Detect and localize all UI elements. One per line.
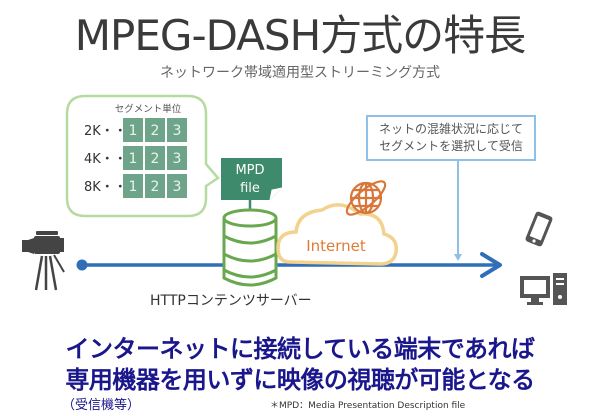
segment-cell — [167, 174, 187, 198]
mpd-label-line2: file — [240, 181, 260, 196]
mpd-footnote: ＊MPD：Media Presentation Description file — [270, 401, 466, 411]
server-label: HTTPコンテンツサーバー — [150, 293, 312, 309]
segment-cell — [123, 174, 143, 198]
segment-number: 1 — [129, 123, 138, 139]
database-server-icon — [222, 208, 278, 287]
segment-cell — [167, 118, 187, 142]
note-pointer — [454, 160, 462, 261]
desktop-pc-icon — [520, 273, 567, 305]
main-message-line2: 専用機器を用いずに映像の視聴が可能となる — [65, 366, 535, 394]
cloud-icon: Internet — [276, 203, 398, 266]
mpd-file-icon: MPD file — [221, 158, 283, 231]
segment-number: 3 — [173, 123, 182, 139]
video-camera-icon — [22, 231, 65, 291]
segment-number: 2 — [151, 123, 160, 139]
resolution-label: 4K・・ — [84, 152, 127, 167]
segment-cell — [145, 146, 165, 170]
note-line1: ネットの混雑状況に応じて — [378, 122, 523, 136]
segment-cell — [123, 146, 143, 170]
resolution-label: 2K・・ — [84, 124, 127, 139]
segment-cell — [167, 146, 187, 170]
smartphone-icon — [525, 211, 553, 247]
segment-number: 1 — [129, 151, 138, 167]
resolution-label: 8K・・ — [84, 180, 127, 195]
segment-number: 3 — [173, 151, 182, 167]
receiver-note: （受信機等） — [62, 398, 141, 413]
network-note-box: ネットの混雑状況に応じて セグメントを選択して受信 — [366, 115, 536, 161]
segment-unit-title: セグメント単位 — [115, 103, 182, 115]
segment-cell — [145, 118, 165, 142]
page-title: MPEG-DASH方式の特長 — [74, 11, 526, 60]
page-subtitle: ネットワーク帯域適用型ストリーミング方式 — [160, 65, 440, 81]
note-line2: セグメントを選択して受信 — [379, 139, 523, 153]
segment-cell — [123, 118, 143, 142]
internet-label: Internet — [306, 237, 366, 255]
segment-number: 2 — [151, 151, 160, 167]
segment-number: 3 — [173, 179, 182, 195]
mpd-label-line1: MPD — [235, 163, 264, 178]
main-message: インターネットに接続している端末であれば 専用機器を用いずに映像の視聴が可能とな… — [0, 334, 600, 396]
segment-cell — [145, 174, 165, 198]
globe-icon — [345, 180, 387, 216]
segment-number: 2 — [151, 179, 160, 195]
main-message-line1: インターネットに接続している端末であれば — [65, 335, 535, 363]
flow-arrowhead — [480, 252, 502, 278]
flow-arrow — [76, 252, 502, 278]
segment-number: 1 — [129, 179, 138, 195]
